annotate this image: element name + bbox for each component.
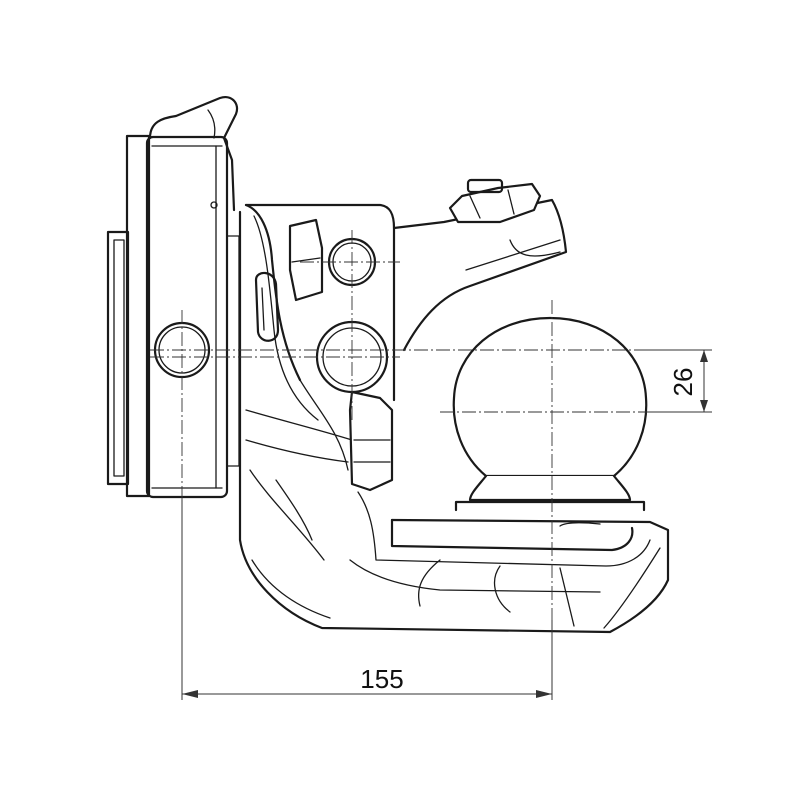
- tow-ball: [452, 316, 648, 512]
- upper-jaw-arm: [392, 178, 568, 352]
- dimension-horizontal: 155: [181, 500, 553, 700]
- locking-pin: [315, 320, 394, 492]
- mounting-flange: [106, 134, 240, 499]
- release-lever: [148, 96, 239, 212]
- dimension-155-label: 155: [360, 664, 403, 694]
- dimension-26-label: 26: [668, 368, 698, 397]
- dimension-vertical: 26: [646, 349, 712, 413]
- ball-platform: [349, 491, 661, 629]
